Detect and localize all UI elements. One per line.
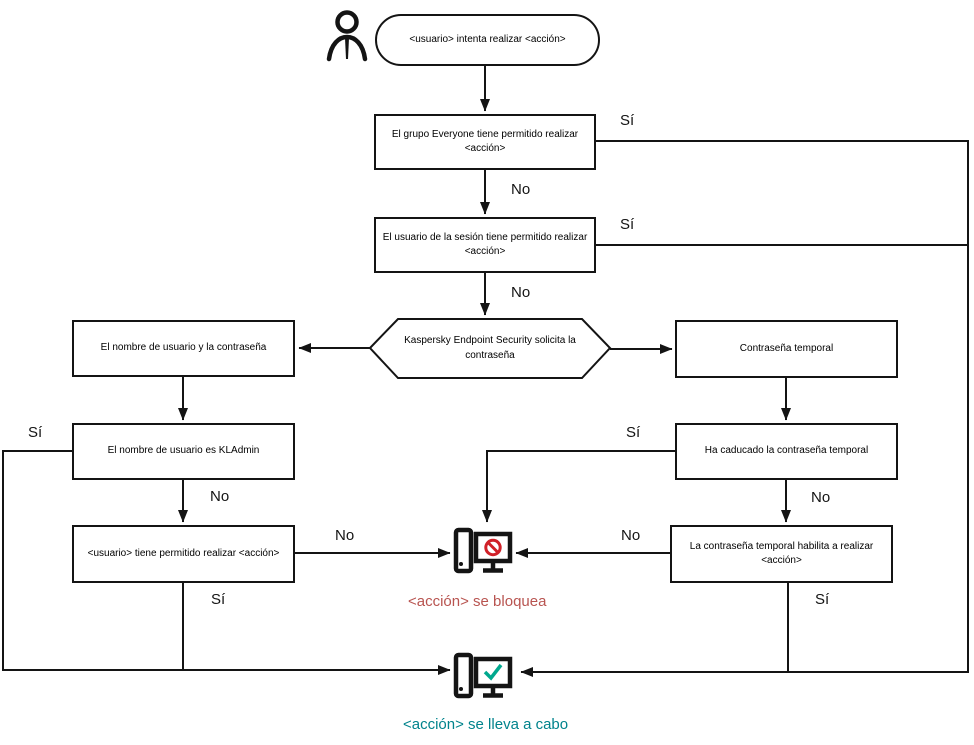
- edge-label-yes-expired: Sí: [626, 424, 641, 441]
- performed-result-label: <acción> se lleva a cabo: [403, 716, 569, 733]
- check-icon: [483, 663, 503, 681]
- node-temp-password-expired: Ha caducado la contraseña temporal: [675, 423, 898, 480]
- node-password-prompt: Kaspersky Endpoint Security solicita la …: [404, 335, 576, 361]
- edge-label-no-temp-allows: No: [621, 527, 641, 544]
- edge-label-yes-user-allowed: Sí: [211, 591, 226, 608]
- edge-label-no-everyone: No: [511, 181, 531, 198]
- edge-label-yes-everyone: Sí: [620, 112, 635, 129]
- edge-label-yes-kladmin: Sí: [28, 424, 43, 441]
- user-icon: [325, 8, 369, 64]
- edge-label-yes-session: Sí: [620, 216, 635, 233]
- computer-success-icon: [453, 651, 513, 705]
- blocked-result-label: <acción> se bloquea: [408, 593, 547, 610]
- edge-label-no-kladmin: No: [210, 488, 230, 505]
- node-temp-password-allows: La contraseña temporal habilita a realiz…: [670, 525, 893, 583]
- node-session-user-permission: El usuario de la sesión tiene permitido …: [374, 217, 596, 273]
- node-temporary-password: Contraseña temporal: [675, 320, 898, 378]
- node-everyone-permission: El grupo Everyone tiene permitido realiz…: [374, 114, 596, 170]
- node-username-password: El nombre de usuario y la contraseña: [72, 320, 295, 377]
- edge-label-no-expired: No: [811, 489, 831, 506]
- edge-label-yes-temp-allows: Sí: [815, 591, 830, 608]
- edge-label-no-session: No: [511, 284, 531, 301]
- node-user-permission: <usuario> tiene permitido realizar <acci…: [72, 525, 295, 583]
- node-start: <usuario> intenta realizar <acción>: [375, 14, 600, 66]
- computer-blocked-icon: [453, 526, 513, 580]
- prohibition-icon: [484, 538, 502, 557]
- edge-label-no-user-allowed: No: [335, 527, 355, 544]
- prompt-hexagon-shape: [368, 318, 612, 379]
- node-username-kladmin: El nombre de usuario es KLAdmin: [72, 423, 295, 480]
